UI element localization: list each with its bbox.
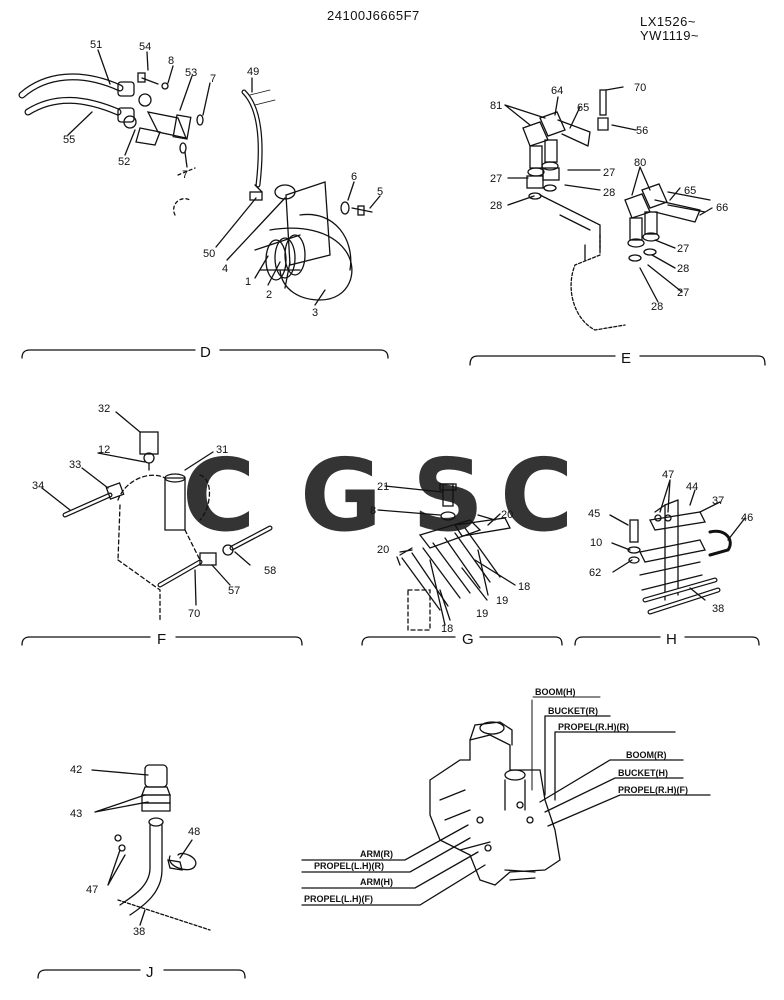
callout: 33: [69, 459, 81, 471]
callout: 27: [603, 167, 615, 179]
callout: 62: [589, 567, 601, 579]
callout: 27: [677, 243, 689, 255]
section-j-drawing: [91, 764, 211, 931]
callout: 56: [636, 125, 648, 137]
callout: 8: [370, 505, 376, 517]
section-g-drawing: [377, 483, 516, 631]
part-number: 24100J6665F7: [327, 8, 420, 23]
callout: 51: [90, 39, 102, 51]
callout: 57: [228, 585, 240, 597]
section-label-f: F: [157, 631, 166, 648]
valve-label-arm-h: ARM(H): [360, 877, 393, 887]
control-valve-drawing: [301, 696, 711, 906]
valve-label-bucket-r: BUCKET(R): [548, 706, 598, 716]
callout: 47: [86, 884, 98, 896]
valve-label-propel-lh-f: PROPEL(L.H)(F): [304, 894, 373, 904]
callout: 7: [210, 73, 216, 85]
callout: 18: [518, 581, 530, 593]
valve-label-boom-h: BOOM(H): [535, 687, 576, 697]
section-label-h: H: [666, 631, 677, 648]
serial-range-2: YW1119~: [640, 28, 700, 43]
callout: 20: [501, 509, 513, 521]
callout: 21: [377, 481, 389, 493]
section-label-j: J: [146, 964, 154, 981]
callout: 46: [741, 512, 753, 524]
callout: 1: [245, 276, 251, 288]
callout: 65: [577, 102, 589, 114]
callout: 6: [351, 171, 357, 183]
callout: 28: [603, 187, 615, 199]
valve-label-boom-r: BOOM(R): [626, 750, 667, 760]
callout: 43: [70, 808, 82, 820]
section-d-drawing: [18, 49, 381, 306]
section-label-d: D: [200, 344, 211, 361]
callout: 81: [490, 100, 502, 112]
callout: 7: [182, 169, 188, 181]
callout: 58: [264, 565, 276, 577]
callout: 18: [441, 623, 453, 635]
callout: 20: [377, 544, 389, 556]
callout: 34: [32, 480, 44, 492]
callout: 38: [133, 926, 145, 938]
callout: 38: [712, 603, 724, 615]
callout: 49: [247, 66, 259, 78]
callout: 50: [203, 248, 215, 260]
callout: 32: [98, 403, 110, 415]
valve-label-bucket-h: BUCKET(H): [618, 768, 668, 778]
callout: 65: [684, 185, 696, 197]
callout: 70: [188, 608, 200, 620]
section-h-drawing: [609, 479, 746, 615]
callout: 28: [490, 200, 502, 212]
callout: 47: [662, 469, 674, 481]
section-label-e: E: [621, 350, 631, 367]
callout: 8: [168, 55, 174, 67]
callout: 4: [222, 263, 228, 275]
callout: 55: [63, 134, 75, 146]
callout: 19: [496, 595, 508, 607]
watermark-letter-s: S: [412, 437, 484, 554]
valve-label-propel-rh-f: PROPEL(R.H)(F): [618, 785, 688, 795]
callout: 37: [712, 495, 724, 507]
callout: 80: [634, 157, 646, 169]
callout: 19: [476, 608, 488, 620]
callout: 5: [377, 186, 383, 198]
watermark-letter-g: G: [300, 437, 382, 554]
callout: 27: [677, 287, 689, 299]
callout: 53: [185, 67, 197, 79]
callout: 31: [216, 444, 228, 456]
callout: 45: [588, 508, 600, 520]
watermark-letter-c1: C: [182, 437, 255, 554]
callout: 10: [590, 537, 602, 549]
valve-label-propel-lh-r: PROPEL(L.H)(R): [314, 861, 384, 871]
section-e-drawing: [504, 86, 713, 331]
callout: 70: [634, 82, 646, 94]
callout: 52: [118, 156, 130, 168]
valve-label-arm-r: ARM(R): [360, 849, 393, 859]
callout: 44: [686, 481, 698, 493]
callout: 64: [551, 85, 563, 97]
valve-label-propel-rh-r: PROPEL(R.H)(R): [558, 722, 629, 732]
serial-range-1: LX1526~: [640, 14, 696, 29]
section-f-drawing: [41, 411, 273, 621]
callout: 42: [70, 764, 82, 776]
callout: 66: [716, 202, 728, 214]
callout: 27: [490, 173, 502, 185]
callout: 2: [266, 289, 272, 301]
callout: 12: [98, 444, 110, 456]
callout: 28: [651, 301, 663, 313]
callout: 54: [139, 41, 151, 53]
callout: 3: [312, 307, 318, 319]
callout: 28: [677, 263, 689, 275]
watermark: C G S C: [182, 437, 573, 554]
section-label-g: G: [462, 631, 474, 648]
watermark-letter-c2: C: [500, 437, 573, 554]
callout: 48: [188, 826, 200, 838]
